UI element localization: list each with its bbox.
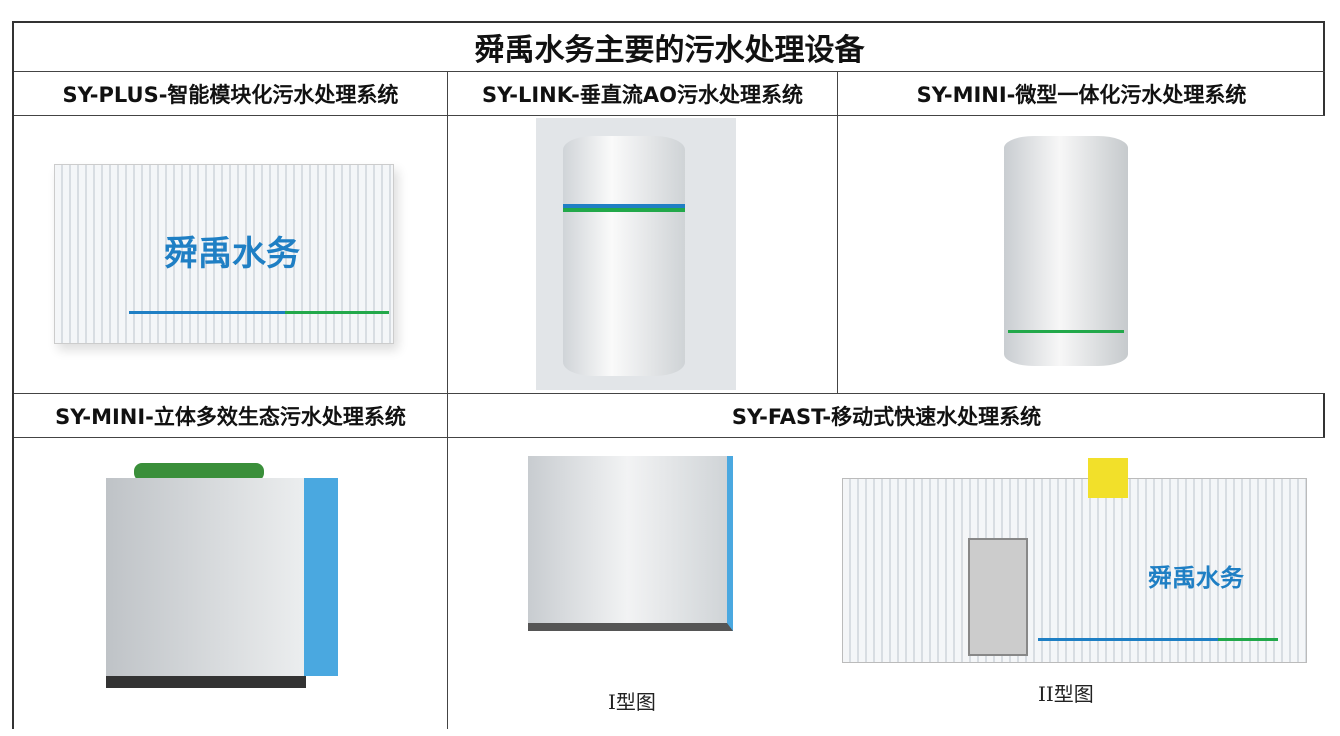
- logo-lettering: 舜禹水务: [1148, 564, 1244, 592]
- image-sy-plus: 舜禹水务: [14, 116, 448, 394]
- image-sy-mini-eco: [14, 438, 448, 729]
- blue-panel: [304, 478, 338, 676]
- equipment-table: 舜禹水务主要的污水处理设备 SY-PLUS-智能模块化污水处理系统 SY-LIN…: [12, 21, 1325, 729]
- caption-type1: I型图: [608, 690, 656, 714]
- stripe: [1038, 638, 1278, 641]
- page-title: 舜禹水务主要的污水处理设备: [14, 23, 1325, 72]
- door: [968, 538, 1028, 656]
- image-sy-fast: I型图 舜禹水务 II型图: [448, 438, 1325, 729]
- header-sy-plus: SY-PLUS-智能模块化污水处理系统: [14, 72, 448, 116]
- header-sy-link: SY-LINK-垂直流AO污水处理系统: [448, 72, 838, 116]
- plants: [134, 463, 264, 481]
- caption-type2: II型图: [1038, 682, 1094, 706]
- header-sy-fast: SY-FAST-移动式快速水处理系统: [448, 394, 1325, 438]
- header-sy-mini-eco: SY-MINI-立体多效生态污水处理系统: [14, 394, 448, 438]
- cylinder-unit: [563, 136, 685, 376]
- stripe: [129, 311, 389, 314]
- stripe: [563, 204, 685, 212]
- image-sy-mini: [838, 116, 1325, 394]
- image-sy-link: [448, 116, 838, 394]
- type1-unit: [528, 456, 733, 631]
- header-sy-mini: SY-MINI-微型一体化污水处理系统: [838, 72, 1325, 116]
- container-unit: [54, 164, 394, 344]
- stripe: [1008, 330, 1124, 333]
- cabinet-unit: [106, 478, 306, 688]
- logo-lettering: 舜禹水务: [164, 234, 300, 274]
- cylinder-unit: [1004, 136, 1128, 366]
- yellow-equipment: [1088, 458, 1128, 498]
- type2-container: [842, 478, 1307, 663]
